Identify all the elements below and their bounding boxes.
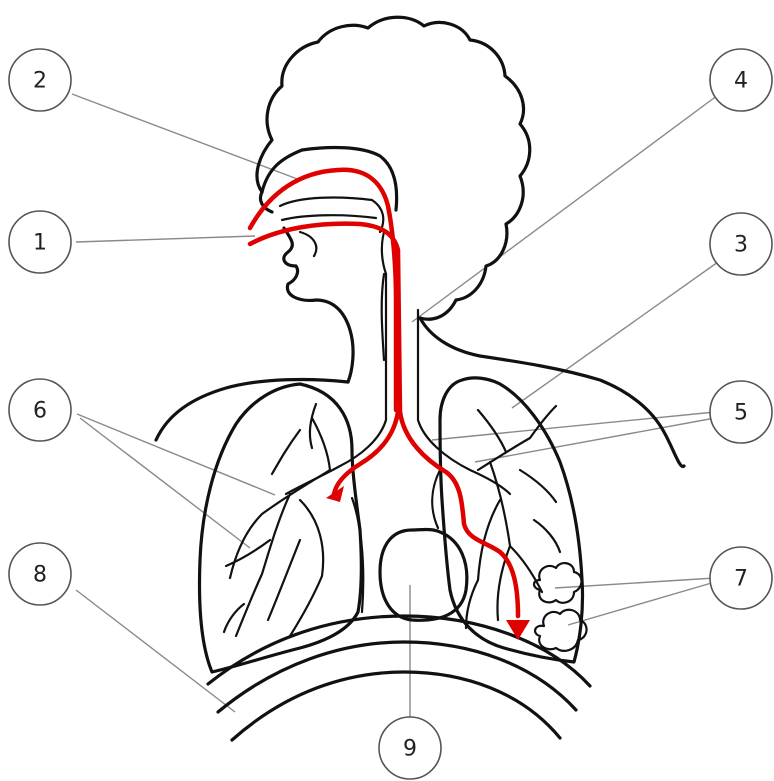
leader-line-6b xyxy=(80,418,250,548)
badge-2: 2 xyxy=(9,49,71,111)
badge-5-text: 5 xyxy=(734,401,748,426)
leader-line-4 xyxy=(412,95,718,322)
trachea-right-wall xyxy=(418,310,510,494)
airflow-upper-stream xyxy=(250,170,396,410)
badge-1-text: 1 xyxy=(33,231,47,256)
alveoli-cluster-upper xyxy=(534,563,582,603)
badge-1: 1 xyxy=(9,211,71,273)
badge-4: 4 xyxy=(710,49,772,111)
badge-7-text: 7 xyxy=(734,567,748,592)
body-outline xyxy=(156,17,684,466)
left-bronchial-tree xyxy=(224,404,330,636)
leader-line-6a xyxy=(77,414,275,495)
airflow-lower-stream xyxy=(250,224,400,412)
leader-line-1 xyxy=(76,236,255,242)
mediastinum-right xyxy=(432,470,440,528)
face-profile xyxy=(262,148,397,210)
badge-7: 7 xyxy=(710,547,772,609)
badge-8: 8 xyxy=(9,543,71,605)
leader-line-2 xyxy=(72,94,300,180)
badge-6: 6 xyxy=(9,379,71,441)
nose-mouth-chin xyxy=(260,192,353,382)
badge-9-text: 9 xyxy=(403,737,417,762)
leader-line-7b xyxy=(568,582,715,625)
badge-8-text: 8 xyxy=(33,563,47,588)
leader-line-8 xyxy=(76,590,235,712)
badge-9: 9 xyxy=(379,717,441,779)
badge-5: 5 xyxy=(710,381,772,443)
badge-3-text: 3 xyxy=(734,233,748,258)
badge-3: 3 xyxy=(710,213,772,275)
airflow-left-branch xyxy=(334,412,398,494)
leader-line-7a xyxy=(555,578,715,588)
badge-6-text: 6 xyxy=(33,399,47,424)
airflow-right-arrowhead xyxy=(506,620,530,640)
leader-line-5b xyxy=(475,418,715,462)
right-bronchial-tree xyxy=(466,406,560,628)
right-lung-outline xyxy=(440,378,583,662)
badge-4-text: 4 xyxy=(734,69,748,94)
badge-2-text: 2 xyxy=(33,69,47,94)
